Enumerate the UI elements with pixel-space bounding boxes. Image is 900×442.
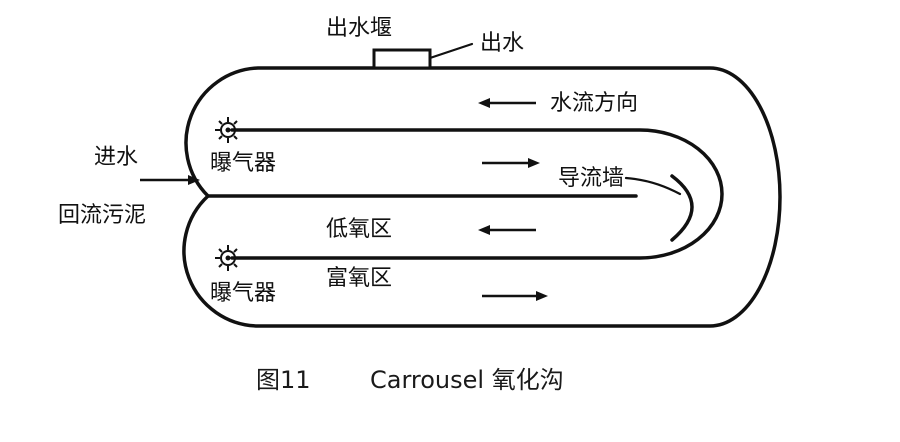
flow-arrow-second-right xyxy=(482,158,540,168)
figure-number: 图11 xyxy=(256,366,311,394)
figure-title: Carrousel 氧化沟 xyxy=(370,366,564,394)
flow-arrow-top-left xyxy=(478,98,536,108)
anoxic-zone-label: 低氧区 xyxy=(326,217,392,242)
aerator-rotor-icon xyxy=(215,117,241,143)
guide-wall-leader xyxy=(624,176,682,196)
aerator-label-bottom: 曝气器 xyxy=(210,281,276,306)
return-sludge-label: 回流污泥 xyxy=(58,203,146,228)
flow-arrow-third-left xyxy=(478,225,536,235)
aerator-label-top: 曝气器 xyxy=(210,151,276,176)
outlet-label: 出水 xyxy=(480,31,524,56)
inlet-label: 进水 xyxy=(94,145,138,170)
outlet-leader-line xyxy=(428,42,474,60)
oxic-zone-label: 富氧区 xyxy=(326,266,392,291)
aerator-rotor-icon xyxy=(215,245,241,271)
inner-wall-upper xyxy=(230,128,724,260)
outer-channel-wall xyxy=(182,66,782,328)
flow-arrow-bottom-right xyxy=(482,291,548,301)
outlet-weir-box xyxy=(372,48,432,70)
inlet-arrow xyxy=(140,175,200,185)
flow-direction-label: 水流方向 xyxy=(550,91,638,116)
outlet-weir-label: 出水堰 xyxy=(326,16,392,41)
guide-wall-baffle xyxy=(670,174,694,242)
guide-wall-label: 导流墙 xyxy=(558,166,624,191)
